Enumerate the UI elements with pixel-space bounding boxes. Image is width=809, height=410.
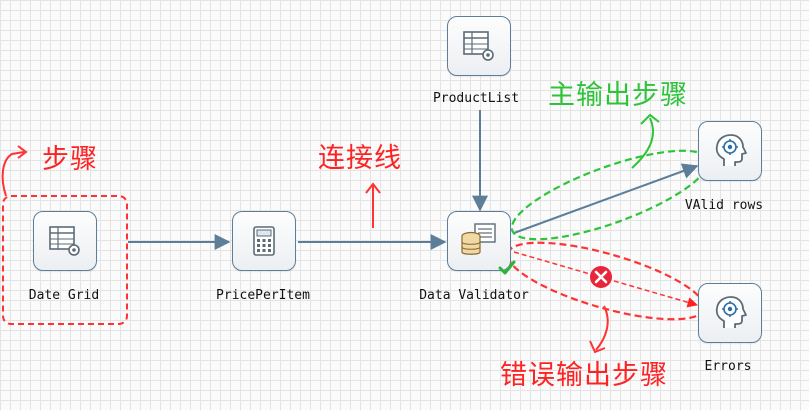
step-pointer-arrowhead [17, 145, 28, 159]
error-output-pointer-arrowhead [589, 340, 606, 354]
hop-datavalidator-to-validrows[interactable] [513, 163, 699, 234]
main-output-pointer-arrow [631, 117, 654, 169]
step-label-valid-rows: VAlid rows [684, 198, 764, 213]
step-errors[interactable] [698, 283, 762, 343]
step-label-errors: Errors [704, 359, 752, 374]
annotation-error-output: 错误输出步骤 [500, 360, 668, 391]
step-label-data-validator: Data Validator [419, 288, 529, 303]
step-label-date-grid: Date Grid [28, 288, 100, 303]
annotation-main-output: 主输出步骤 [548, 80, 688, 111]
step-price-per-item[interactable] [232, 211, 296, 271]
step-pointer-arrow [1, 151, 25, 197]
step-data-validator[interactable] [447, 211, 516, 275]
data-grid-gear-icon [49, 226, 80, 256]
calculator-icon [253, 226, 275, 256]
main-output-pointer-arrowhead [640, 113, 660, 125]
hop-pointer-arrowhead [365, 182, 381, 194]
error-x-icon[interactable] [590, 266, 612, 288]
step-label-price-per-item: PricePerItem [216, 288, 310, 303]
step-date-grid[interactable] [33, 211, 97, 271]
step-product-list[interactable] [447, 16, 511, 76]
checkmark-icon [498, 260, 516, 275]
step-highlight-box [2, 195, 128, 325]
error-output-pointer-arrow [595, 305, 609, 351]
database-validate-icon [461, 223, 496, 255]
main-output-highlight [510, 149, 710, 241]
step-valid-rows[interactable] [698, 121, 762, 181]
head-gear-icon [715, 296, 747, 328]
annotation-hop: 连接线 [318, 143, 402, 174]
data-grid-gear-icon [463, 31, 494, 61]
head-gear-icon [715, 134, 747, 166]
step-label-product-list: ProductList [432, 91, 520, 106]
annotation-step: 步骤 [42, 144, 98, 175]
